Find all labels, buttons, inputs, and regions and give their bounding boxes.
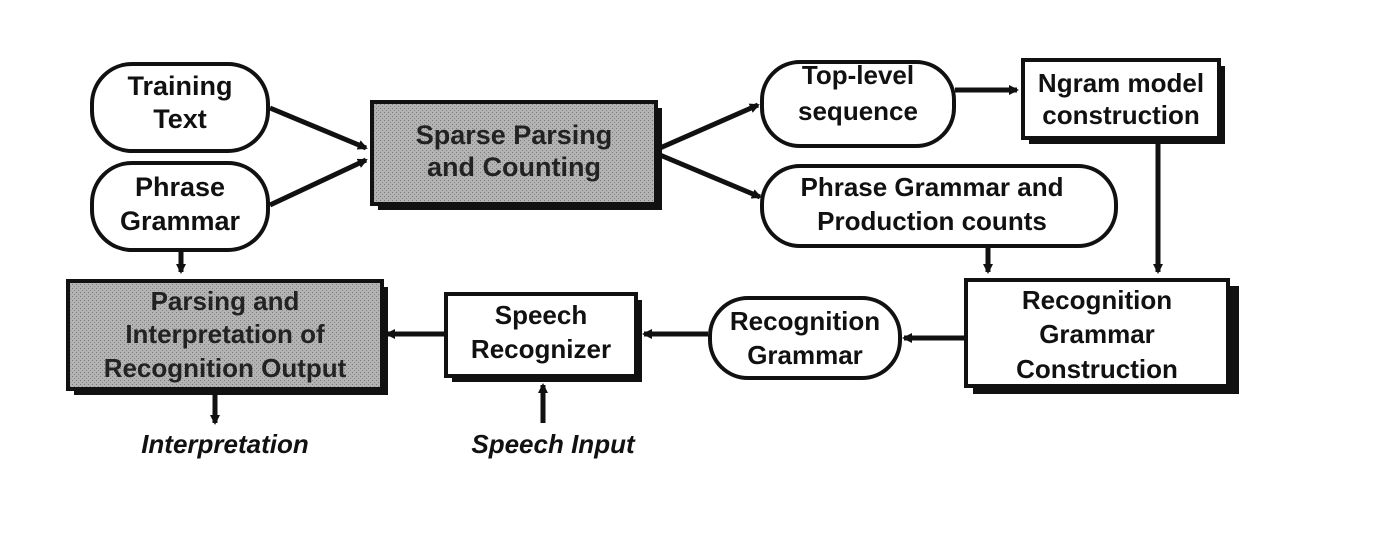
arrow-phrase-to-sparse <box>268 157 368 208</box>
recognition-grammar-construction-node: Recognition Grammar Construction <box>964 278 1239 394</box>
recognition-grammar-line-1: Recognition <box>730 306 880 336</box>
parsing-interpretation-node: Parsing and Interpretation of Recognitio… <box>66 279 388 395</box>
training-text-line-2: Text <box>153 104 207 134</box>
ngram-model-line-1: Ngram model <box>1038 68 1204 98</box>
training-text-node: Training Text <box>90 62 270 153</box>
parsing-interpretation-line-1: Parsing and <box>151 286 300 316</box>
recognition-grammar-node: Recognition Grammar <box>708 296 902 380</box>
phrase-grammar-node: Phrase Grammar <box>90 161 270 252</box>
phrase-grammar-counts-line-2: Production counts <box>817 206 1047 236</box>
phrase-grammar-counts-line-1: Phrase Grammar and <box>800 172 1063 202</box>
parsing-interpretation-line-3: Recognition Output <box>104 353 347 383</box>
parsing-interpretation-line-2: Interpretation of <box>125 319 325 349</box>
recognition-grammar-line-2: Grammar <box>747 340 863 370</box>
ngram-model-node: Ngram model construction <box>1021 58 1225 144</box>
speech-input-label: Speech Input <box>471 429 636 459</box>
top-level-sequence-line-2: sequence <box>798 96 918 126</box>
sparse-parsing-node: Sparse Parsing and Counting <box>370 100 662 210</box>
top-level-sequence-node: Top-level sequence <box>760 60 956 148</box>
sparse-parsing-line-2: and Counting <box>427 152 601 182</box>
speech-recognizer-node: Speech Recognizer <box>444 292 642 382</box>
speech-recognizer-line-1: Speech <box>495 300 588 330</box>
arrow-training-to-sparse <box>269 105 368 151</box>
recognition-grammar-construction-line-1: Recognition <box>1022 285 1172 315</box>
recognition-grammar-construction-line-2: Grammar <box>1039 319 1155 349</box>
interpretation-label: Interpretation <box>141 429 309 459</box>
arrow-sparse-to-toplevel <box>658 102 760 151</box>
recognition-grammar-construction-line-3: Construction <box>1016 354 1178 384</box>
top-level-sequence-line-1: Top-level <box>802 60 914 90</box>
phrase-grammar-line-2: Grammar <box>120 206 241 236</box>
training-text-line-1: Training <box>127 71 232 101</box>
sparse-parsing-line-1: Sparse Parsing <box>416 120 613 150</box>
phrase-grammar-counts-node: Phrase Grammar and Production counts <box>760 164 1118 248</box>
ngram-model-line-2: construction <box>1042 100 1199 130</box>
phrase-grammar-line-1: Phrase <box>135 172 225 202</box>
arrow-sparse-to-phrasecounts <box>659 152 762 200</box>
speech-recognizer-line-2: Recognizer <box>471 334 611 364</box>
